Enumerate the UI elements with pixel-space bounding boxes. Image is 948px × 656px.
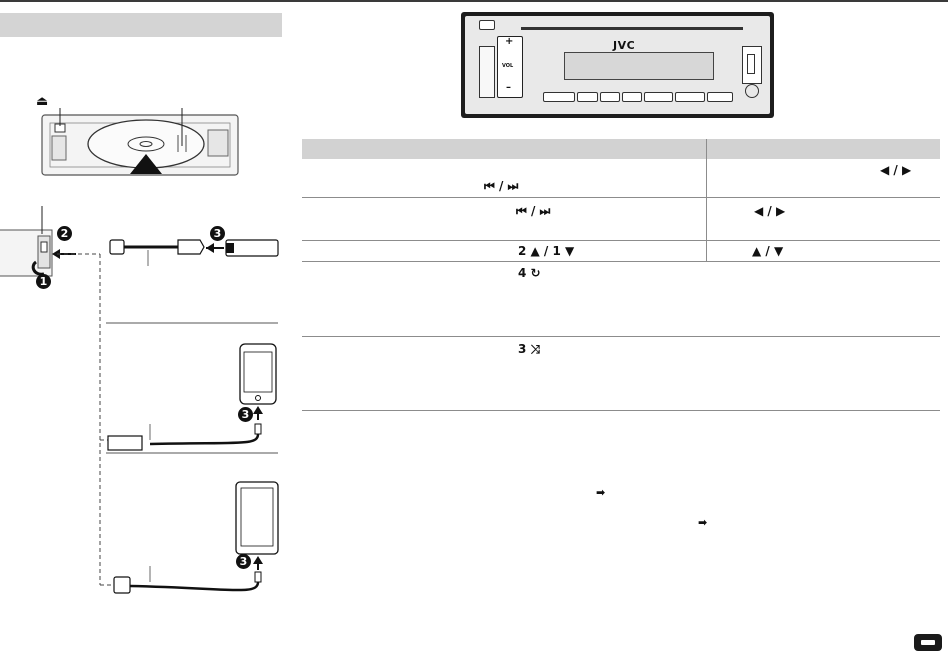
step-2-marker: 2: [57, 226, 72, 241]
volume-minus-label: –: [506, 82, 511, 93]
row-divider: [302, 410, 940, 411]
preset-1-2-button[interactable]: [644, 92, 674, 102]
row3-left-keys: 2 ▲ / 1 ▼: [518, 244, 575, 258]
mode-button[interactable]: [706, 92, 733, 102]
row-divider: [302, 240, 940, 241]
back-button[interactable]: [577, 92, 598, 102]
aux-jack[interactable]: [745, 84, 759, 98]
preset-3-4-button[interactable]: [675, 92, 705, 102]
shuffle-key: 3 ⤨: [518, 342, 541, 356]
note-arrow-icon: ➡: [596, 486, 606, 499]
table-column-divider: [706, 139, 707, 261]
faceplate-release[interactable]: [479, 46, 495, 98]
top-rule: [0, 0, 948, 2]
row2-right-keys: ◀ / ▶: [754, 204, 786, 218]
row3-right-keys: ▲ / ▼: [752, 244, 784, 258]
step-3-marker-phone: 3: [238, 407, 253, 422]
table-header: [302, 139, 940, 159]
head-unit-faceplate: + VOL – JVC: [461, 12, 774, 118]
enter-button[interactable]: [543, 92, 576, 102]
row1-right-keys: ◀ / ▶: [880, 163, 912, 177]
language-badge-icon: [914, 634, 942, 651]
row1-left-keys: ⏮ / ⏭: [484, 179, 519, 193]
volume-plus-label: +: [505, 36, 514, 47]
step-3-marker-usb: 3: [210, 226, 225, 241]
cd-slot: [521, 27, 743, 30]
row-divider: [302, 197, 940, 198]
row-divider: [302, 261, 940, 262]
step-3-marker-tablet: 3: [236, 554, 251, 569]
prev-button[interactable]: [599, 92, 620, 102]
eject-icon: ⏏: [36, 94, 49, 109]
step-1-marker: 1: [36, 274, 51, 289]
left-illustrations: [0, 108, 279, 594]
repeat-key: 4 ↻: [518, 266, 541, 280]
volume-knob[interactable]: [497, 36, 523, 98]
volume-label: VOL: [502, 63, 514, 69]
next-button[interactable]: [621, 92, 643, 102]
note-arrow-icon: ➡: [698, 516, 708, 529]
row2-left-keys: ⏮ / ⏭: [516, 204, 551, 218]
usb-connection-illustration: [0, 206, 279, 594]
row-divider: [302, 336, 940, 337]
cd-insertion-illustration: [41, 108, 239, 176]
display-window: [564, 52, 714, 80]
insert-arrow: [130, 154, 162, 174]
eject-button[interactable]: [479, 20, 495, 30]
brand-logo: JVC: [613, 39, 636, 52]
section-header-bar: [0, 13, 282, 37]
